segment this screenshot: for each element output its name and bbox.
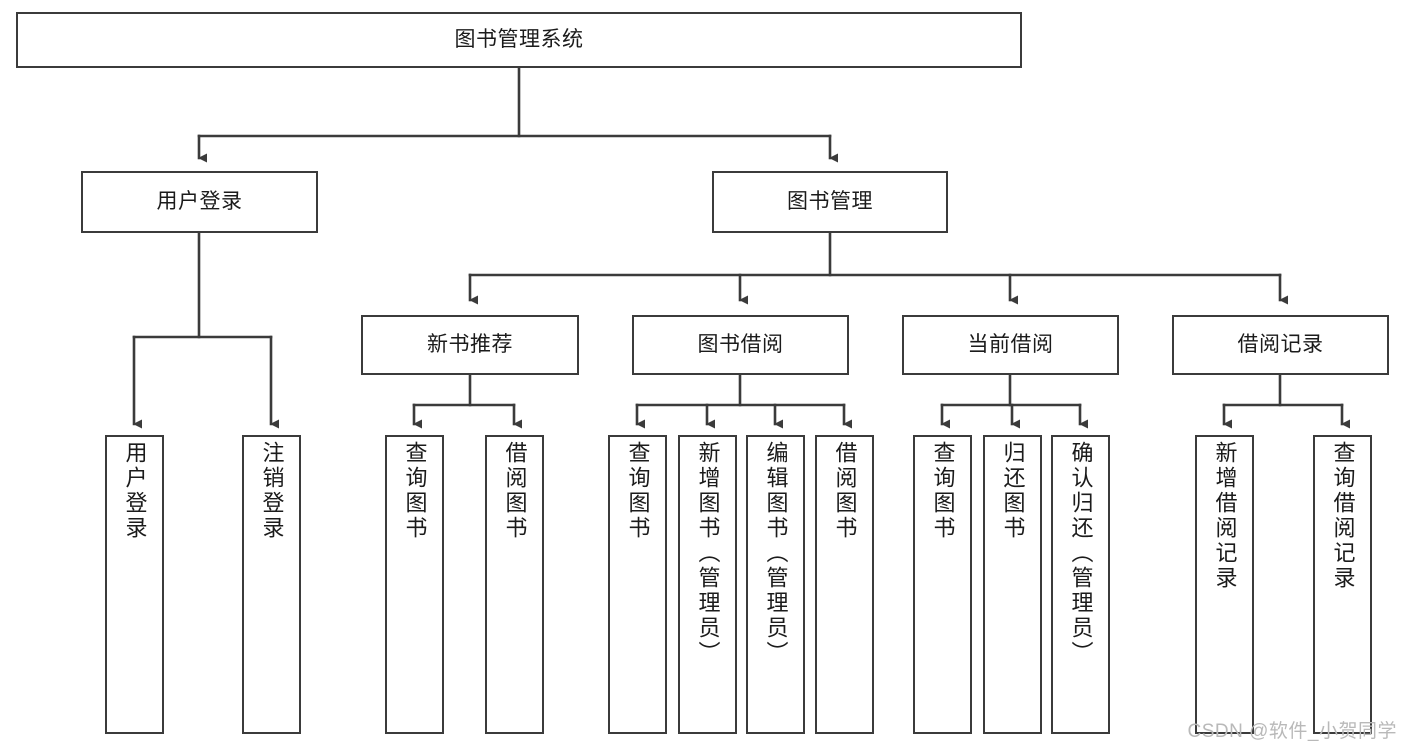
leaf-current-borrow-query-label: 查询图书 [930,441,956,541]
leaf-borrow-record-add-label: 新增借阅记录 [1212,441,1238,591]
node-current-borrow[interactable]: 当前借阅 [902,315,1119,375]
node-book-borrow-label: 图书借阅 [697,333,784,357]
leaf-current-borrow-confirm[interactable]: 确认归还（管理员） [1051,435,1110,734]
leaf-book-borrow-query[interactable]: 查询图书 [608,435,667,734]
node-root-system[interactable]: 图书管理系统 [16,12,1022,68]
leaf-book-borrow-query-label: 查询图书 [625,441,651,541]
leaf-current-borrow-query[interactable]: 查询图书 [913,435,972,734]
leaf-borrow-record-add[interactable]: 新增借阅记录 [1195,435,1254,734]
leaf-new-book-query[interactable]: 查询图书 [385,435,444,734]
node-book-management-label: 图书管理 [787,190,873,214]
leaf-book-borrow-add[interactable]: 新增图书（管理员） [678,435,737,734]
node-new-book-recommend-label: 新书推荐 [427,333,513,357]
leaf-borrow-record-query[interactable]: 查询借阅记录 [1313,435,1372,734]
node-user-login[interactable]: 用户登录 [81,171,318,233]
node-user-login-label: 用户登录 [156,190,243,214]
node-book-management[interactable]: 图书管理 [712,171,948,233]
leaf-book-borrow-add-label: 新增图书（管理员） [695,441,721,666]
leaf-new-book-borrow[interactable]: 借阅图书 [485,435,544,734]
node-borrow-record-label: 借阅记录 [1237,333,1324,357]
leaf-borrow-record-query-label: 查询借阅记录 [1330,441,1356,591]
leaf-user-login-signin[interactable]: 用户登录 [105,435,164,734]
leaf-user-login-signout-label: 注销登录 [259,441,285,541]
node-new-book-recommend[interactable]: 新书推荐 [361,315,579,375]
watermark-text: CSDN @软件_小贺同学 [1187,721,1397,742]
leaf-book-borrow-borrow[interactable]: 借阅图书 [815,435,874,734]
leaf-user-login-signin-label: 用户登录 [122,441,148,541]
leaf-current-borrow-return-label: 归还图书 [1000,441,1026,541]
leaf-new-book-borrow-label: 借阅图书 [502,441,528,541]
leaf-user-login-signout[interactable]: 注销登录 [242,435,301,734]
node-current-borrow-label: 当前借阅 [967,333,1054,357]
leaf-book-borrow-borrow-label: 借阅图书 [832,441,858,541]
leaf-new-book-query-label: 查询图书 [402,441,428,541]
leaf-book-borrow-edit-label: 编辑图书（管理员） [763,441,789,666]
leaf-book-borrow-edit[interactable]: 编辑图书（管理员） [746,435,805,734]
node-borrow-record[interactable]: 借阅记录 [1172,315,1389,375]
node-book-borrow[interactable]: 图书借阅 [632,315,849,375]
leaf-current-borrow-confirm-label: 确认归还（管理员） [1068,441,1094,666]
node-root-system-label: 图书管理系统 [454,28,584,52]
leaf-current-borrow-return[interactable]: 归还图书 [983,435,1042,734]
